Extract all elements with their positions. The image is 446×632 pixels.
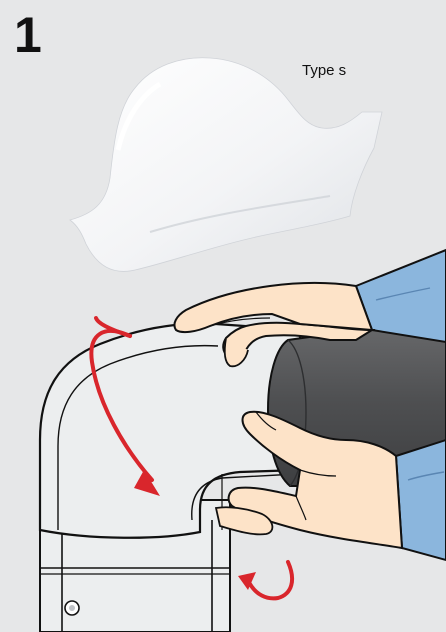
elbow-cap-part	[70, 58, 382, 272]
screw-icon	[65, 601, 79, 615]
curved-arrow-icon	[238, 562, 292, 598]
